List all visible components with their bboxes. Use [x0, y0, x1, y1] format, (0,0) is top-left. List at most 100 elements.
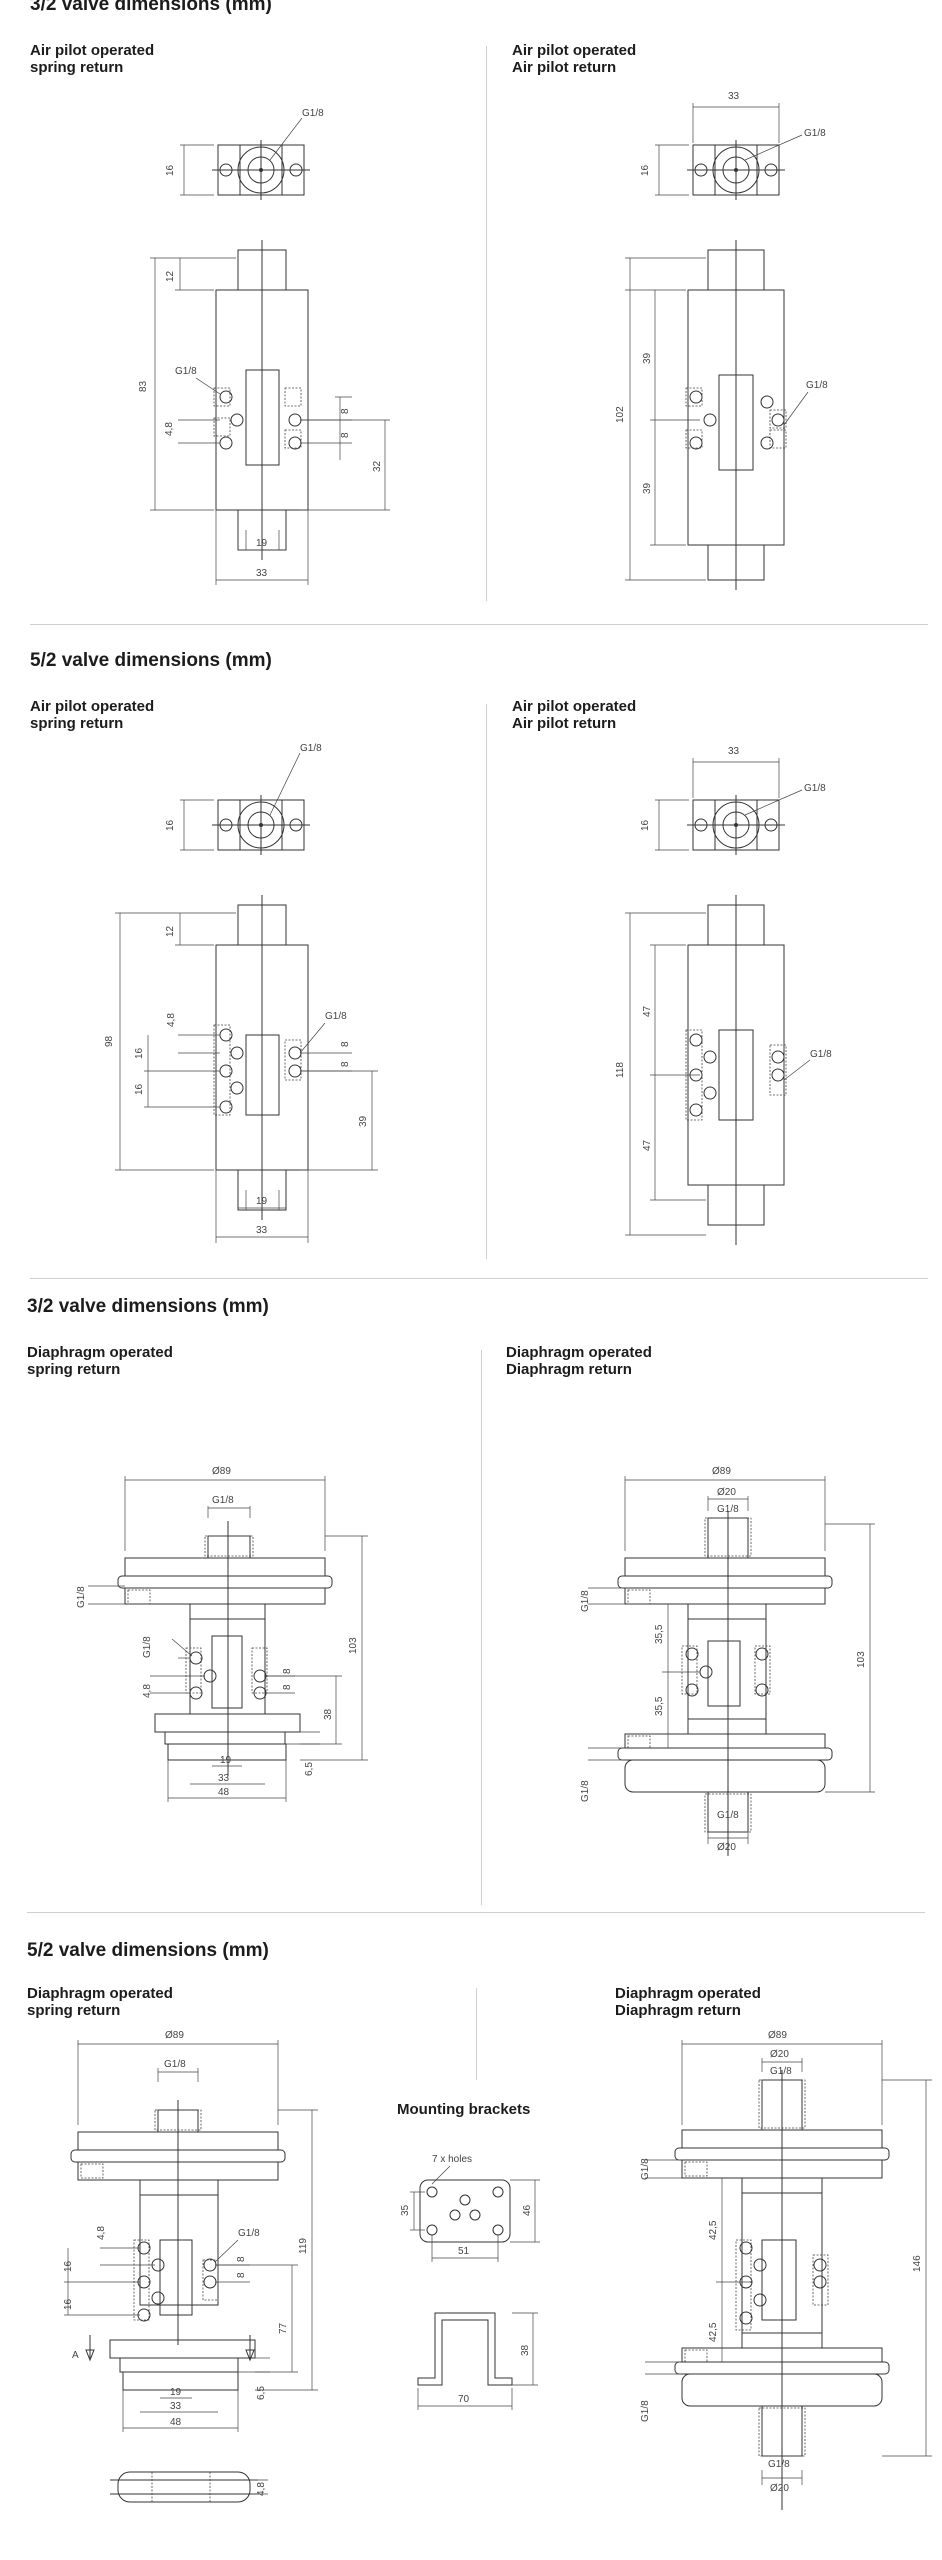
valve-drawing: Ø89 G1/8 G1/8 G1/8 4,8 8 8 103 38 6,5 [76, 1466, 368, 1802]
dim-label: G1/8 [810, 1049, 832, 1060]
dim-label: 4,8 [164, 422, 175, 436]
dim-label: 146 [912, 2255, 923, 2272]
variant-label: Diaphragm operated spring return [27, 1985, 173, 2019]
dim-label: G1/8 [580, 1590, 591, 1612]
dim-label: 39 [642, 352, 653, 364]
dim-label: 16 [63, 2298, 74, 2310]
dim-label: 16 [63, 2260, 74, 2272]
dim-label: G1/8 [238, 2228, 260, 2239]
dim-label: 33 [256, 1225, 268, 1236]
valve-drawing: 33 G1/8 16 118 47 47 G1/8 [615, 746, 832, 1245]
valve-drawing: Ø89 Ø20 G1/8 G1/8 42,5 42,5 146 G1/8 G1/… [640, 2030, 932, 2510]
variant-label: Diaphragm operated Diaphragm return [615, 1985, 761, 2019]
dim-label: 12 [165, 925, 176, 937]
dim-label: G1/8 [806, 380, 828, 391]
variant-label: Air pilot operated spring return [30, 698, 154, 732]
dim-label: G1/8 [175, 366, 197, 377]
variant-label-line: spring return [30, 59, 124, 76]
dim-label: 103 [856, 1651, 867, 1668]
dim-label: Ø20 [770, 2483, 789, 2494]
valve-drawing: Ø89 Ø20 G1/8 G1/8 35,5 35,5 103 G1/8 G1/… [580, 1466, 875, 1856]
dim-label: 16 [640, 819, 651, 831]
dim-label: 35,5 [654, 1696, 665, 1716]
section-title: 3/2 valve dimensions (mm) [30, 0, 272, 15]
dim-label: G1/8 [325, 1011, 347, 1022]
section-title: 5/2 valve dimensions (mm) [30, 650, 272, 671]
dim-label: 33 [728, 746, 740, 757]
dim-label: 83 [138, 380, 149, 392]
dim-label: 6,5 [304, 1762, 315, 1776]
dim-label: Ø20 [717, 1842, 736, 1853]
dim-label: 70 [458, 2394, 470, 2405]
dim-label: G1/8 [717, 1504, 739, 1515]
dim-label: 38 [520, 2344, 531, 2356]
variant-label-line: Diaphragm operated [615, 1985, 761, 2002]
brackets-title: Mounting brackets [397, 2101, 531, 2118]
dim-label: 16 [165, 164, 176, 176]
dim-label: 16 [640, 164, 651, 176]
valve-drawing: 33 G1/8 16 102 39 39 G1/8 [615, 91, 828, 590]
bracket-drawing: 7 x holes 35 46 51 38 70 [400, 2154, 540, 2410]
dim-label: 103 [348, 1637, 359, 1654]
section-divider [27, 1912, 925, 1913]
variant-label-line: Air pilot operated [512, 698, 637, 715]
dim-label: A [72, 2350, 79, 2361]
dim-label: G1/8 [804, 128, 826, 139]
variant-label-line: Diaphragm return [506, 1361, 632, 1378]
column-divider [476, 1988, 477, 2080]
dim-label: 51 [458, 2246, 470, 2257]
variant-label-line: Diaphragm return [615, 2002, 741, 2019]
variant-label: Diaphragm operated Diaphragm return [506, 1344, 652, 1378]
section-title: 5/2 valve dimensions (mm) [27, 1940, 269, 1961]
dim-label: G1/8 [640, 2158, 651, 2180]
dim-label: 35,5 [654, 1624, 665, 1644]
dim-label: 8 [236, 2256, 247, 2262]
dim-label: 98 [104, 1035, 115, 1047]
dim-label: 4,8 [96, 2226, 107, 2240]
dim-label: 19 [256, 1196, 268, 1207]
dim-label: Ø20 [770, 2049, 789, 2060]
dim-label: 8 [340, 1041, 351, 1047]
dim-label: G1/8 [302, 108, 324, 119]
dim-label: G1/8 [164, 2059, 186, 2070]
dim-label: G1/8 [640, 2400, 651, 2422]
dim-label: 12 [165, 270, 176, 282]
variant-label-line: Air pilot operated [512, 42, 637, 59]
dim-label: 4,8 [256, 2482, 267, 2496]
variant-label-line: Diaphragm operated [506, 1344, 652, 1361]
variant-label: Air pilot operated spring return [30, 42, 154, 76]
variant-label: Air pilot operated Air pilot return [512, 42, 636, 76]
column-divider [481, 1350, 482, 1905]
column-divider [486, 46, 487, 601]
dim-label: 48 [170, 2417, 182, 2428]
dim-label: 48 [218, 1787, 230, 1798]
variant-label-line: Air pilot return [512, 59, 617, 76]
dim-label: 6,5 [256, 2386, 267, 2400]
dim-label: Ø89 [768, 2030, 787, 2041]
dim-label: 33 [218, 1773, 230, 1784]
dim-label: 33 [728, 91, 740, 102]
dim-label: 16 [134, 1083, 145, 1095]
dim-label: 8 [282, 1684, 293, 1690]
dim-label: Ø20 [717, 1487, 736, 1498]
dim-label: 32 [372, 460, 383, 472]
dim-label: 16 [134, 1047, 145, 1059]
dim-label: G1/8 [804, 783, 826, 794]
dim-label: 8 [340, 1061, 351, 1067]
dim-label: 33 [170, 2401, 182, 2412]
variant-label: Air pilot operated Air pilot return [512, 698, 636, 732]
dim-label: Ø89 [712, 1466, 731, 1477]
variant-label-line: Air pilot operated [30, 42, 155, 59]
dim-label: 19 [220, 1755, 232, 1766]
dim-label: 118 [615, 1062, 626, 1078]
dim-label: G1/8 [717, 1810, 739, 1821]
dim-label: 8 [340, 408, 351, 414]
dim-label: G1/8 [300, 743, 322, 754]
valve-drawing: G1/8 16 98 12 4,8 16 16 G1/8 8 8 39 19 3… [104, 743, 378, 1243]
dim-label: 33 [256, 568, 268, 579]
variant-label: Diaphragm operated spring return [27, 1344, 173, 1378]
dim-label: G1/8 [770, 2066, 792, 2077]
section-divider [30, 624, 928, 625]
variant-label-line: spring return [27, 1361, 121, 1378]
